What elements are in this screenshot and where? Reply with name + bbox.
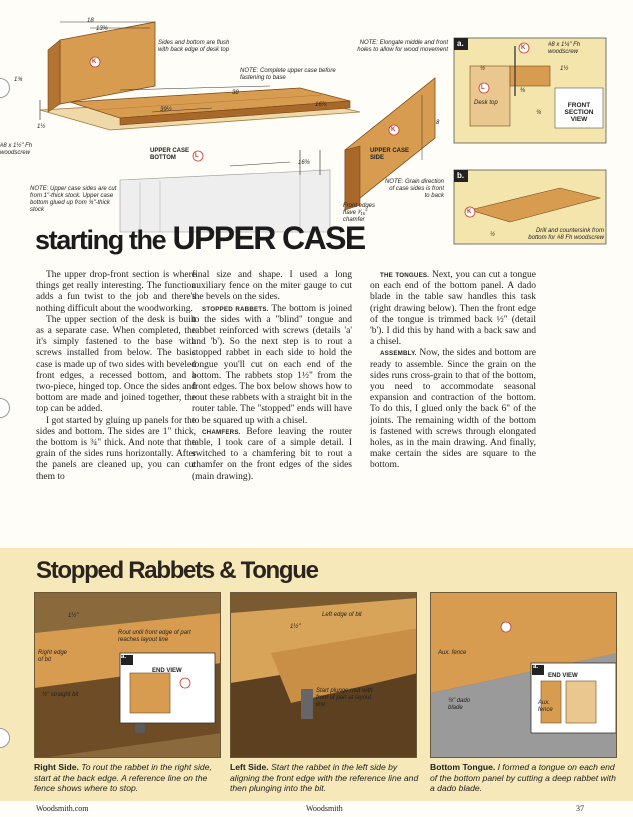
- note-sides-flush: Sides and bottom are flush with back edg…: [158, 40, 230, 53]
- binder-hole: [0, 398, 10, 418]
- marker-k-right: K: [391, 127, 396, 133]
- photo3-dado-blade: ¾" dado blade: [448, 698, 471, 711]
- photo3-aux-fence-2: Aux. fence: [538, 700, 553, 713]
- note-complete: NOTE: Complete upper case before fasteni…: [240, 68, 336, 81]
- paragraph-separate-case: The upper section of the desk is built a…: [36, 314, 196, 415]
- label-drill-countersink: Drill and countersink from bottom for #8…: [528, 228, 604, 241]
- label-screw-left: #8 x 1½" Fh woodscrew: [0, 143, 33, 156]
- paragraph-rabbets: The bottom is joined to the sides with a…: [192, 303, 352, 426]
- caption-right-side: Right Side. To rout the rabbet in the ri…: [34, 762, 224, 794]
- footer-magazine: Woodsmith: [306, 804, 343, 813]
- base-cabinet: [119, 169, 331, 233]
- article-title: starting the UPPER CASE: [35, 220, 367, 260]
- label-desk-top: Desk top: [474, 100, 498, 106]
- kw-tongues: THE TONGUES.: [380, 272, 430, 279]
- marker-l-detail: L: [481, 85, 485, 91]
- photo1-right-edge: Right edge of bit: [38, 650, 68, 663]
- dim-16-3-8: 16⅜: [298, 160, 310, 166]
- kw-stopped-rabbets: STOPPED RABBETS.: [202, 305, 269, 313]
- dim-8: 8: [436, 120, 440, 126]
- detail-b-dim-half: ½: [490, 232, 496, 238]
- caption-left-side-text: Start the rabbet in the left side by ali…: [230, 762, 419, 793]
- detail-b-label: b.: [457, 171, 465, 180]
- caption-left-side: Left Side. Start the rabbet in the left …: [230, 762, 420, 794]
- marker-k-detail-b: K: [467, 209, 472, 215]
- article-column-3: THE TONGUES. Next, you can cut a tongue …: [370, 270, 536, 472]
- detail-a-label: a.: [457, 39, 464, 48]
- paragraph-chamfers: Before leaving the router table, I took …: [192, 426, 352, 482]
- marker-l-bottom: L: [195, 153, 199, 159]
- woodscrews: [39, 100, 321, 175]
- dim-13: 13⅜: [96, 26, 108, 32]
- photo2-left-edge: Left edge of bit: [322, 612, 362, 618]
- kw-assembly: ASSEMBLY.: [380, 350, 417, 358]
- paragraph-gluing: I got started by gluing up panels for th…: [36, 415, 196, 482]
- label-upper-case-side: UPPER CASE SIDE: [370, 148, 410, 161]
- page-footer: Woodsmith.com Woodsmith 37: [0, 801, 633, 817]
- photo3-aux-fence: Aux. fence: [438, 650, 467, 656]
- detail-dim-half: ½: [480, 66, 486, 72]
- photo1-rout-note: Rout until front edge of part reaches la…: [118, 630, 191, 643]
- photo2-dim: 1½": [290, 624, 301, 630]
- marker-k-detail: K: [521, 45, 526, 51]
- photo-bottom-tongue: [430, 592, 617, 758]
- detail-dim-3-4: ¾: [536, 110, 542, 116]
- photo1-end-view: END VIEW: [152, 668, 182, 674]
- dim-1-3-4: 1¾: [14, 77, 23, 83]
- bottom-marker-l: [192, 150, 204, 162]
- detail-b: [453, 169, 607, 245]
- note-upper-case-cut: NOTE: Upper case sides are cut from 1"-t…: [30, 186, 117, 213]
- caption-bottom-tongue-text: I formed a tongue on each end of the bot…: [430, 762, 616, 793]
- article-column-1: The upper drop-front section is where th…: [36, 270, 196, 483]
- article-column-2: final size and shape. I used a long auxi…: [192, 270, 352, 483]
- detail-dim-3-8: ⅜: [520, 88, 526, 94]
- footer-website: Woodsmith.com: [36, 804, 89, 813]
- paragraph-size-shape: final size and shape. I used a long auxi…: [192, 270, 352, 303]
- label-front-edges: Front edges have ³⁄₁₆" chamfer: [343, 203, 376, 223]
- photo2-start-plunge: Start plunge rout with front of part at …: [316, 688, 373, 708]
- exploded-drawing: [39, 21, 607, 245]
- label-upper-case-bottom: UPPER CASE BOTTOM: [150, 148, 190, 161]
- page-number: 37: [576, 804, 584, 813]
- dim-1-1-2: 1½: [37, 124, 46, 130]
- right-upper-case-side: [344, 77, 436, 211]
- detail-a: [453, 37, 607, 144]
- photo1-detail-a: a.: [121, 654, 127, 660]
- detail-dim-1-1-2: 1½: [560, 66, 569, 72]
- caption-right-side-lead: Right Side.: [34, 762, 79, 772]
- upper-case-bottom-panel: [69, 87, 351, 126]
- photo3-detail-a: a.: [533, 664, 539, 670]
- title-prefix: starting the: [35, 225, 167, 255]
- kw-chamfers: CHAMFERS.: [202, 428, 241, 436]
- photo1-straight-bit: ½" straight bit: [42, 692, 79, 698]
- note-grain: NOTE: Grain direction of case sides is f…: [384, 179, 444, 199]
- left-upper-case-side: [47, 21, 156, 113]
- title-main: UPPER CASE: [172, 220, 367, 256]
- photo-left-side: [230, 592, 417, 758]
- caption-bottom-tongue: Bottom Tongue. I formed a tongue on each…: [430, 762, 620, 794]
- caption-left-side-lead: Left Side.: [230, 762, 269, 772]
- note-elongate: NOTE: Elongate middle and front holes to…: [357, 40, 448, 53]
- photo1-dim: 1½": [68, 613, 79, 619]
- dim-18: 18: [87, 18, 94, 24]
- dim-38: 38: [232, 90, 239, 96]
- dim-16-7-8: 16⅞: [315, 102, 327, 108]
- caption-bottom-tongue-lead: Bottom Tongue.: [430, 762, 496, 772]
- label-front-section-view: FRONT SECTION VIEW: [564, 102, 594, 123]
- photo-right-side: [34, 592, 221, 758]
- paragraph-tongues: Next, you can cut a tongue on each end o…: [370, 270, 537, 348]
- photo3-end-view: END VIEW: [548, 673, 578, 679]
- box-title: Stopped Rabbets & Tongue: [36, 557, 319, 584]
- caption-right-side-text: To rout the rabbet in the right side, st…: [34, 762, 212, 793]
- dim-39: 39½: [160, 107, 172, 113]
- label-screw-detail: #8 x 1¼" Fh woodscrew: [548, 42, 581, 55]
- marker-k-left: K: [92, 59, 97, 65]
- paragraph-assembly: Now, the sides and bottom are ready to a…: [370, 348, 536, 471]
- paragraph-intro: The upper drop-front section is where th…: [36, 270, 196, 314]
